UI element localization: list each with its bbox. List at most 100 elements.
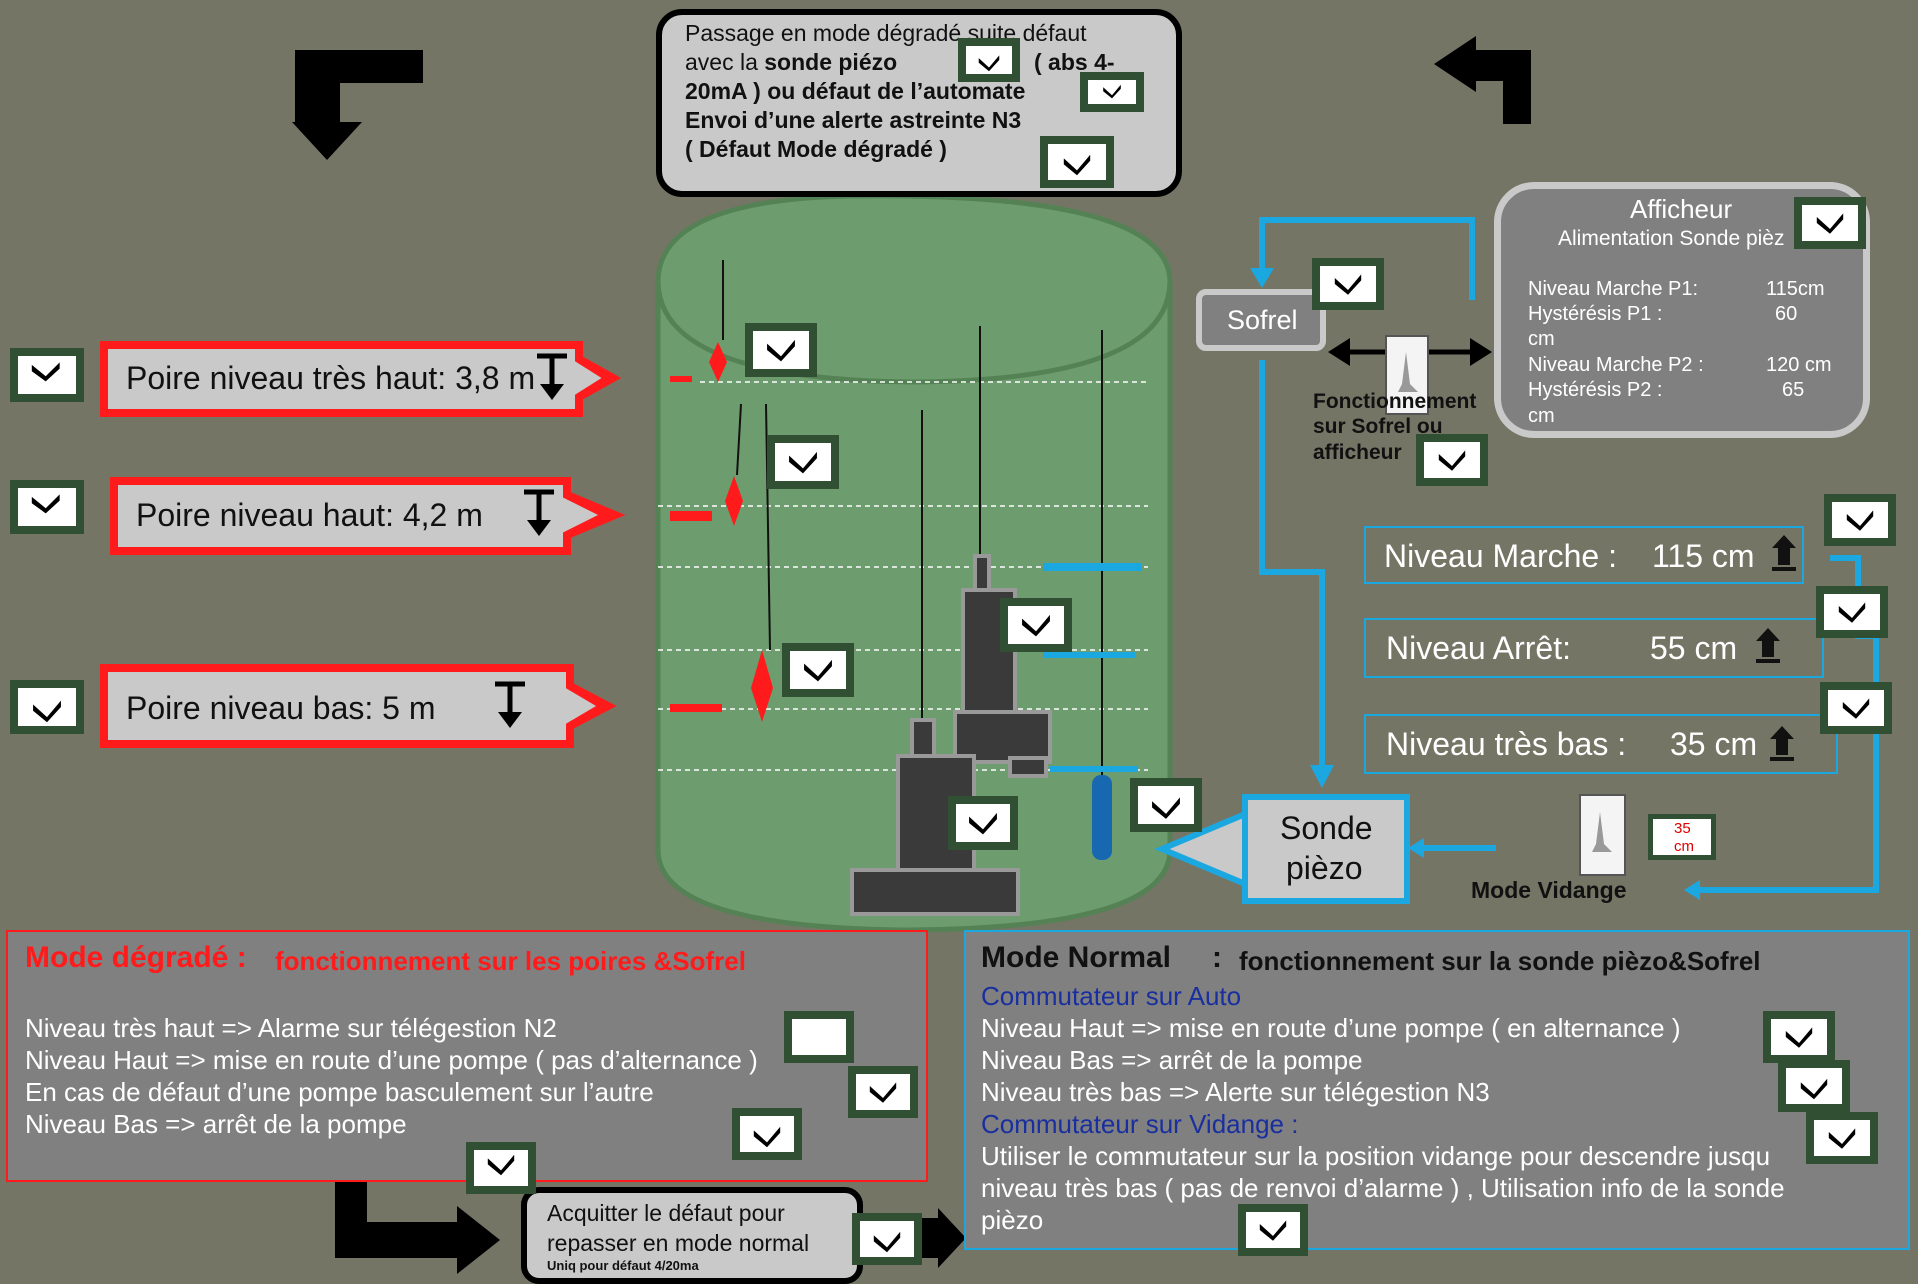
afficheur-title: Afficheur bbox=[1630, 194, 1733, 224]
checkbox-top-box-defaut[interactable] bbox=[1040, 136, 1114, 188]
checkbox-niveau-tres-bas[interactable] bbox=[1820, 682, 1892, 734]
afficheur-row-5-value: 65 bbox=[1782, 379, 1805, 401]
sofrel-caption-1: Fonctionnement bbox=[1313, 390, 1477, 413]
checkbox-poire-haut[interactable] bbox=[10, 480, 84, 534]
niveau-tres-bas-value: 35 cm bbox=[1670, 726, 1758, 762]
afficheur-row-2-value: 60 bbox=[1775, 303, 1798, 325]
switch-sofrel bbox=[1385, 335, 1429, 415]
checkbox-degrade-line-4[interactable] bbox=[732, 1108, 802, 1160]
mode-normal-line-1: Commutateur sur Auto bbox=[981, 981, 1242, 1011]
checkbox-niveau-arret[interactable] bbox=[1816, 586, 1888, 638]
vidange-display bbox=[1648, 814, 1716, 860]
acquitter-line2: repasser en mode normal bbox=[547, 1230, 810, 1256]
top-box-line1: Passage en mode dégradé suite défaut bbox=[685, 20, 1087, 46]
niveau-marche-box bbox=[1364, 526, 1804, 584]
checkbox-tank-sonde[interactable] bbox=[1130, 778, 1202, 832]
mode-degrade-line-4: Niveau Bas => arrêt de la pompe bbox=[25, 1109, 407, 1139]
mode-normal-line-3: Niveau Bas => arrêt de la pompe bbox=[981, 1045, 1363, 1075]
black-arrow-right-small bbox=[918, 1208, 966, 1268]
mode-normal-panel bbox=[964, 930, 1910, 1250]
afficheur-row-2-label: Hystérésis P1 : bbox=[1528, 303, 1663, 325]
top-box-line2: avec la sonde piézo bbox=[685, 49, 897, 76]
niveau-arret-label: Niveau Arrêt: bbox=[1386, 630, 1571, 666]
checkbox-sofrel[interactable] bbox=[1312, 258, 1384, 310]
sonde-box bbox=[1242, 794, 1410, 904]
checkbox-tank-pump-upper[interactable] bbox=[1000, 598, 1072, 652]
mode-degrade-subtitle: fonctionnement sur les poires &Sofrel bbox=[275, 946, 746, 976]
checkbox-top-box-automate[interactable] bbox=[1080, 72, 1144, 112]
checkbox-poire-tres-haut[interactable] bbox=[10, 348, 84, 402]
checkbox-sofrel-afficheur[interactable] bbox=[1416, 434, 1488, 486]
checkbox-degrade-line-1-empty[interactable] bbox=[784, 1011, 854, 1063]
acquitter-line3: Uniq pour défaut 4/20ma bbox=[547, 1258, 699, 1273]
mode-vidange-label: Mode Vidange bbox=[1471, 877, 1627, 903]
top-box-line2-a: avec la bbox=[685, 49, 765, 75]
tank bbox=[655, 193, 1173, 933]
checkbox-poire-bas[interactable] bbox=[10, 680, 84, 734]
black-arrow-top-right bbox=[1434, 36, 1531, 124]
checkbox-normal-vidange[interactable] bbox=[1806, 1112, 1878, 1164]
mode-normal-line-6: Utiliser le commutateur sur la position … bbox=[981, 1141, 1771, 1171]
checkbox-niveau-marche[interactable] bbox=[1824, 494, 1896, 546]
top-box-line4: Envoi d’une alerte astreinte N3 bbox=[685, 107, 1022, 133]
afficheur-subtitle: Alimentation Sonde pièz bbox=[1558, 227, 1785, 250]
niveau-arret-value: 55 cm bbox=[1650, 630, 1738, 666]
sonde-line2: pièzo bbox=[1286, 850, 1363, 886]
afficheur-row-5-label: Hystérésis P2 : bbox=[1528, 379, 1663, 401]
checkbox-tank-poire-1[interactable] bbox=[745, 323, 817, 377]
mode-normal-title: Mode Normal bbox=[981, 941, 1172, 974]
checkbox-tank-pump-lower[interactable] bbox=[948, 796, 1018, 850]
sonde-line1: Sonde bbox=[1280, 810, 1373, 846]
niveau-marche-value: 115 cm bbox=[1652, 538, 1755, 574]
top-box-line2-c: ( abs 4- bbox=[1034, 49, 1115, 75]
mode-normal-line-5: Commutateur sur Vidange : bbox=[981, 1109, 1299, 1139]
afficheur-row-4-label: Niveau Marche P2 : bbox=[1528, 354, 1704, 376]
afficheur-row-1-label: Niveau Marche P1: bbox=[1528, 278, 1699, 300]
mode-degrade-line-3: En cas de défaut d’une pompe basculement… bbox=[25, 1077, 654, 1107]
checkbox-tank-poire-2[interactable] bbox=[767, 435, 839, 489]
top-box-line5: ( Défaut Mode dégradé ) bbox=[685, 136, 947, 162]
afficheur-row-6-label: cm bbox=[1528, 405, 1555, 427]
poire-tres-haut-label: Poire niveau très haut: 3,8 m bbox=[126, 360, 536, 396]
checkbox-top-box-sonde[interactable] bbox=[958, 38, 1020, 82]
black-arrow-bottom bbox=[335, 1178, 500, 1274]
checkbox-normal-sonde[interactable] bbox=[1238, 1204, 1308, 1256]
poire-haut-label: Poire niveau haut: 4,2 m bbox=[136, 497, 483, 533]
mode-normal-line-2: Niveau Haut => mise en route d’une pompe… bbox=[981, 1013, 1681, 1043]
sofrel-caption-2: sur Sofrel ou bbox=[1313, 415, 1443, 438]
afficheur-row-3-label: cm bbox=[1528, 328, 1555, 350]
sofrel-caption-3: afficheur bbox=[1313, 441, 1402, 464]
top-box-line3: 20mA ) ou défaut de l’automate bbox=[685, 78, 1026, 104]
top-box-line2-b: sonde piézo bbox=[764, 49, 898, 75]
afficheur-row-4-value: 120 cm bbox=[1766, 354, 1832, 376]
checkbox-tank-poire-3[interactable] bbox=[782, 643, 854, 697]
switch-vidange bbox=[1579, 794, 1626, 876]
niveau-marche-label: Niveau Marche : bbox=[1384, 538, 1617, 574]
sofrel-box bbox=[1196, 289, 1326, 351]
checkbox-afficheur[interactable] bbox=[1794, 197, 1866, 249]
niveau-arret-box bbox=[1364, 618, 1824, 678]
vidange-display-line2: cm bbox=[1674, 838, 1694, 855]
sofrel-label: Sofrel bbox=[1227, 305, 1298, 335]
checkbox-normal-line-2[interactable] bbox=[1763, 1011, 1835, 1063]
mode-normal-line-4: Niveau très bas => Alerte sur télégestio… bbox=[981, 1077, 1490, 1107]
mode-normal-line-7: niveau très bas ( pas de renvoi d’alarme… bbox=[981, 1173, 1785, 1203]
niveau-tres-bas-label: Niveau très bas : bbox=[1386, 726, 1627, 762]
checkbox-degrade-line-2[interactable] bbox=[848, 1066, 918, 1118]
checkbox-acquitter[interactable] bbox=[852, 1213, 922, 1265]
acquitter-line1: Acquitter le défaut pour bbox=[547, 1200, 785, 1226]
checkbox-acquitter-top[interactable] bbox=[466, 1142, 536, 1194]
mode-degrade-title: Mode dégradé : bbox=[25, 941, 247, 974]
mode-normal-line-8: pièzo bbox=[981, 1205, 1044, 1235]
niveau-tres-bas-box bbox=[1364, 714, 1838, 774]
afficheur-row-1-value: 115cm bbox=[1766, 278, 1825, 300]
mode-degrade-line-2: Niveau Haut => mise en route d’une pompe… bbox=[25, 1045, 758, 1075]
mode-normal-subtitle: fonctionnement sur la sonde pièzo&Sofrel bbox=[1239, 946, 1761, 976]
checkbox-normal-line-4[interactable] bbox=[1778, 1060, 1850, 1112]
mode-normal-colon: : bbox=[1212, 941, 1222, 974]
mode-degrade-line-1: Niveau très haut => Alarme sur télégesti… bbox=[25, 1013, 557, 1043]
poire-bas-label: Poire niveau bas: 5 m bbox=[126, 690, 436, 726]
black-arrow-top-left bbox=[292, 50, 423, 160]
vidange-display-line1: 35 bbox=[1674, 820, 1691, 837]
